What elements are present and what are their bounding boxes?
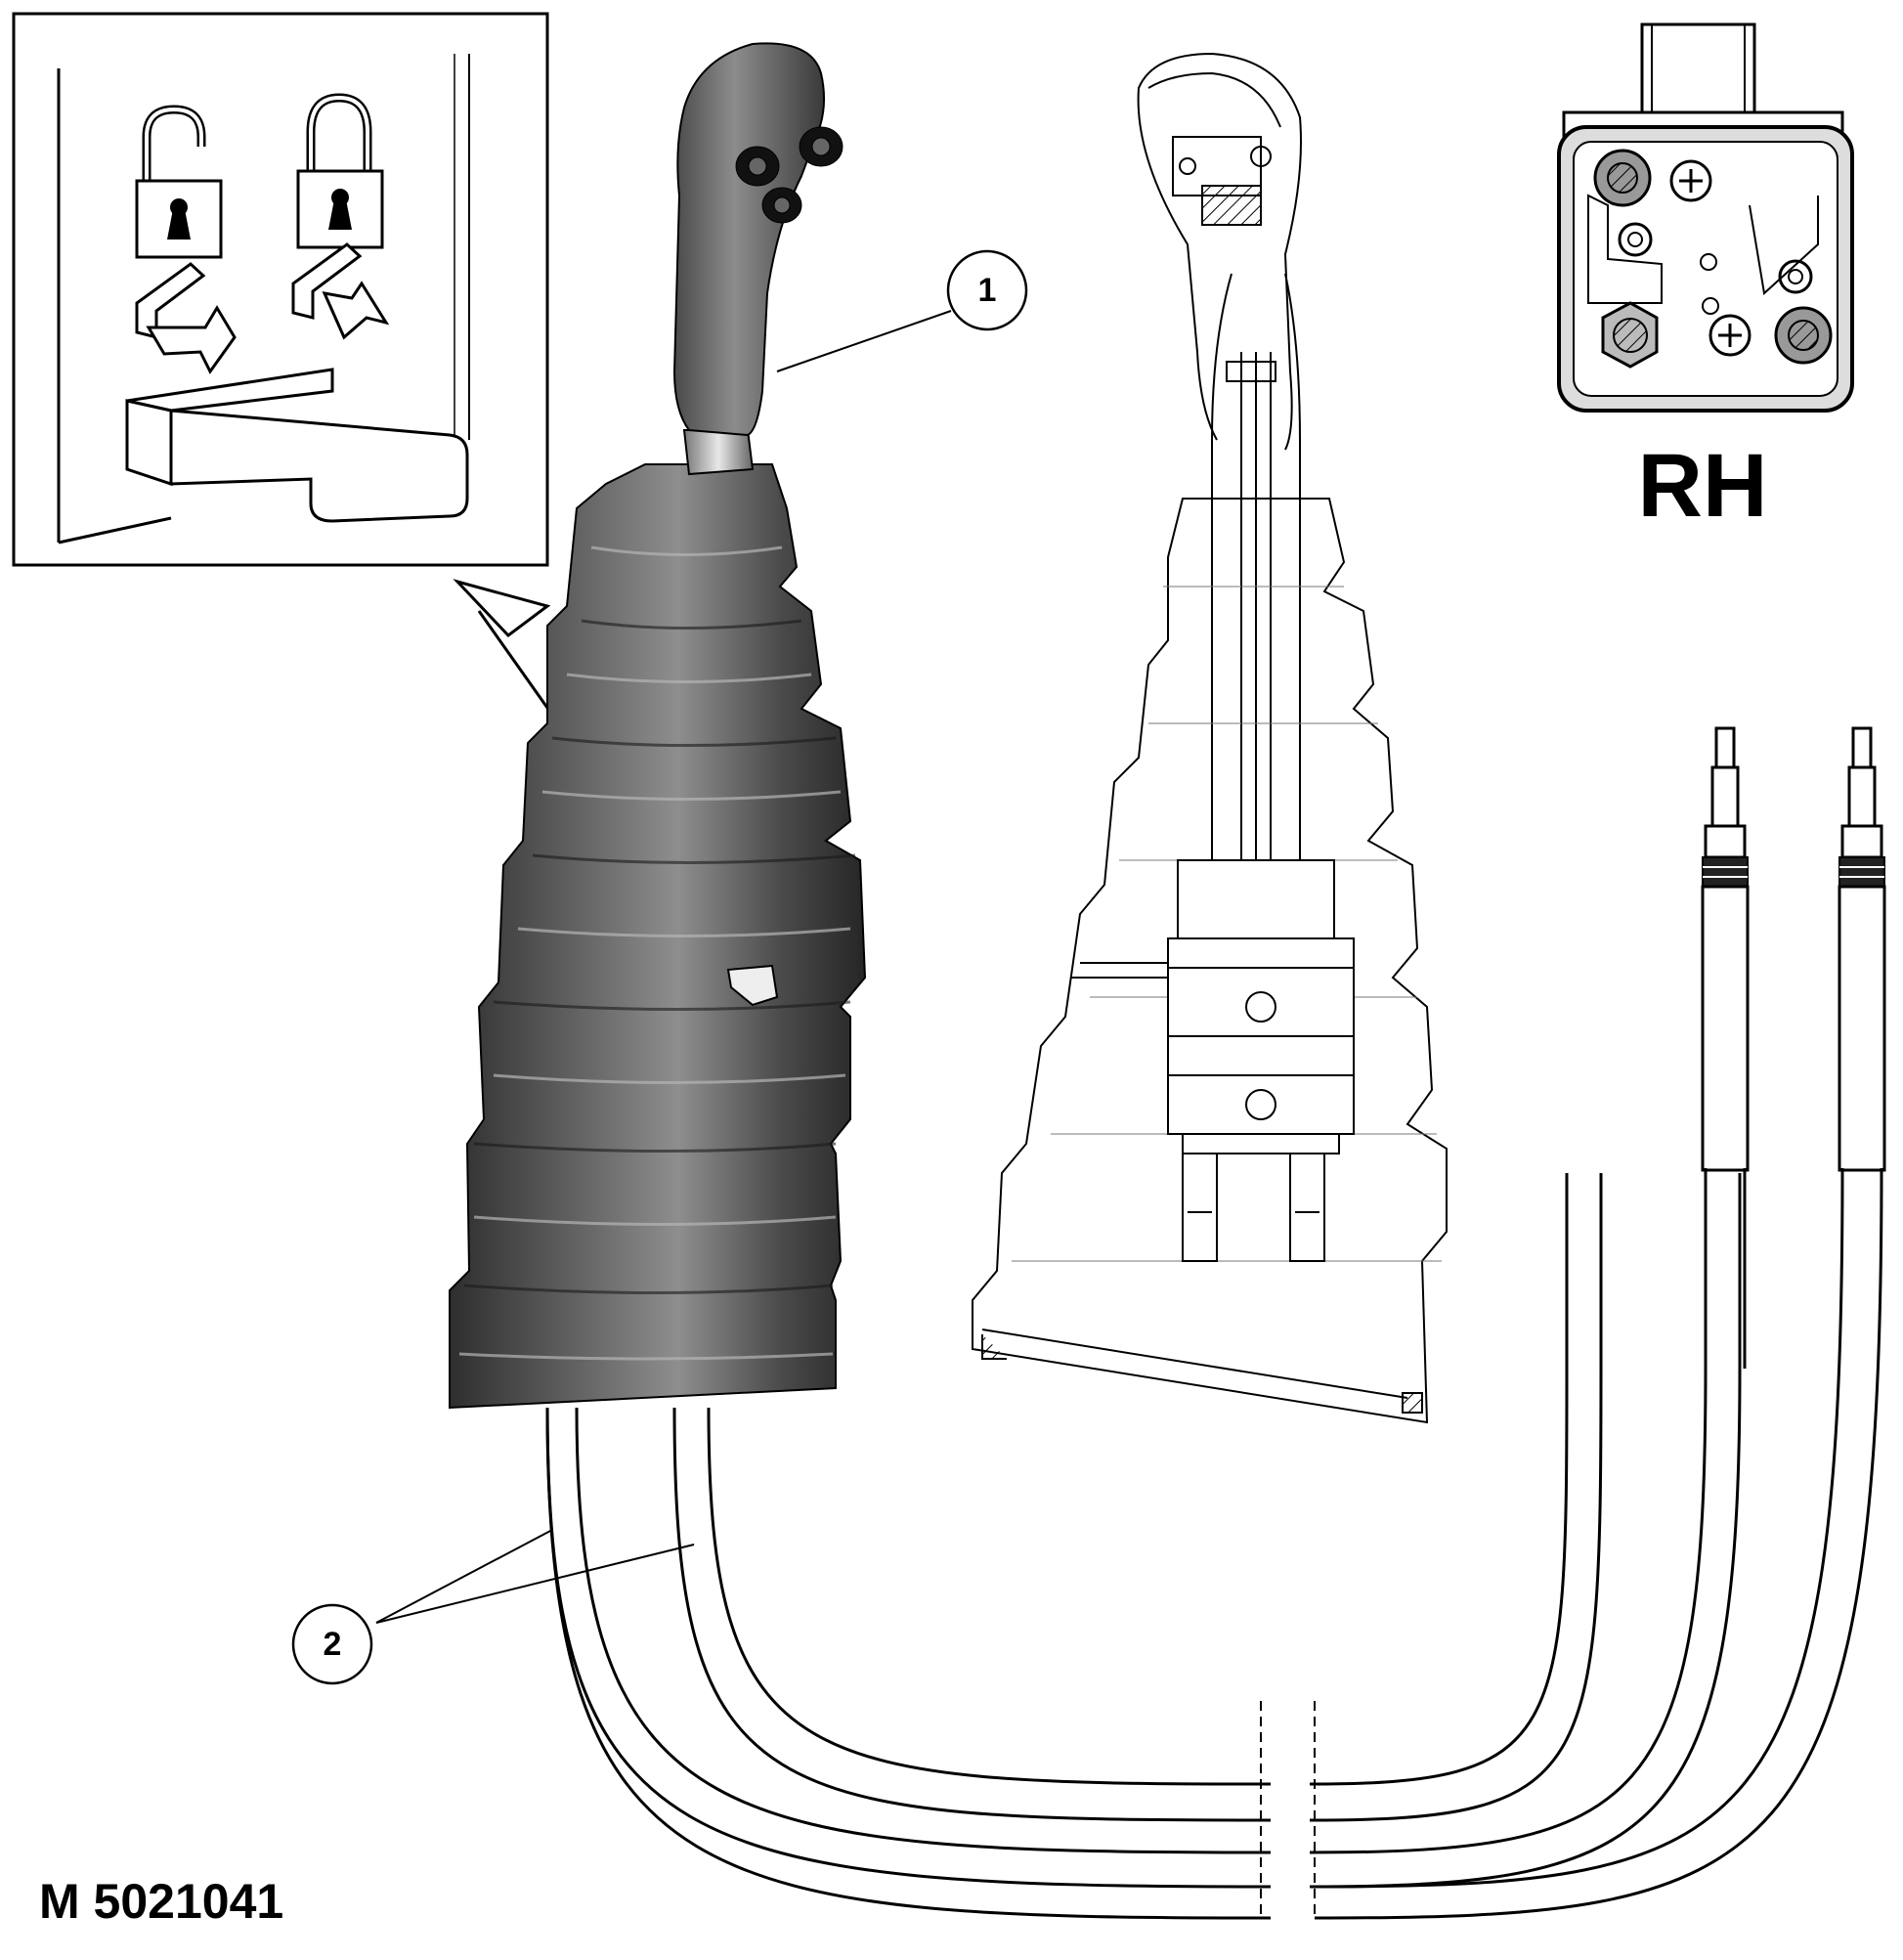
- figure-code: M 5021041: [39, 1874, 283, 1929]
- unlock-arrow-icon: [135, 262, 237, 374]
- callout-2-label: 2: [324, 1626, 342, 1663]
- boot-locking-tab: [726, 964, 779, 1007]
- lock-arrow-icon: [291, 242, 390, 340]
- joystick-handle: [672, 42, 825, 437]
- lock-icon: [296, 93, 384, 249]
- joystick-section-view: [972, 52, 1448, 1424]
- shaft-collar: [682, 429, 755, 476]
- unlock-icon: [135, 105, 223, 259]
- joystick-3d: [449, 42, 1742, 1916]
- side-label: RH: [1638, 436, 1768, 536]
- locking-tab: [58, 368, 469, 544]
- jack-plug-right: [1838, 726, 1886, 1172]
- rh-connector: [1557, 22, 1854, 413]
- callout-2: 2: [291, 1529, 695, 1685]
- callout-1-label: 1: [978, 272, 997, 309]
- jack-plug-left: [1701, 726, 1750, 1172]
- callout-1: 1: [776, 249, 1028, 372]
- inset-lock-detail: [12, 12, 549, 567]
- handle-buttons: [735, 126, 843, 224]
